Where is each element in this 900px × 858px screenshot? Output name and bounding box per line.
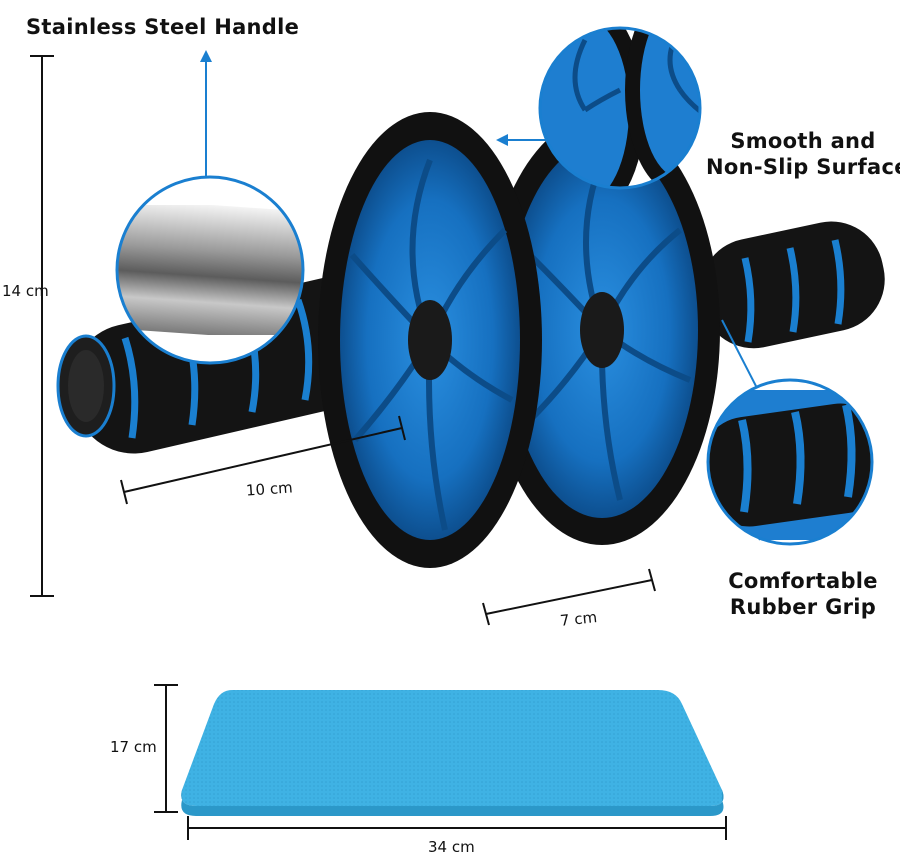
stainless-steel-handle-label: Stainless Steel Handle (26, 15, 300, 39)
handle-length-dimension-line (120, 415, 406, 505)
mat-width-dimension-line (154, 684, 178, 813)
smooth-surface-label: Smooth and Non-Slip Surface (706, 128, 900, 180)
knee-mat (181, 690, 724, 816)
mat-length-dimension-label: 34 cm (428, 838, 475, 856)
mat-width-dimension-label: 17 cm (110, 738, 157, 756)
handle-callout-arrow (200, 50, 212, 190)
rubber-grip-label-line2: Rubber Grip (729, 595, 877, 619)
height-dimension-label: 14 cm (2, 282, 49, 300)
rear-wheel (484, 115, 720, 545)
rubber-grip-label: Comfortable Rubber Grip (728, 568, 878, 620)
handle-length-dimension-label: 10 cm (245, 478, 294, 500)
wheel-width-dimension-line (482, 568, 656, 626)
zoom-circle-wheel-surface (538, 26, 702, 190)
mat-length-dimension-line (187, 816, 727, 840)
zoom-circle-rubber-grip (706, 378, 874, 546)
smooth-surface-label-line1: Smooth and (730, 129, 876, 153)
smooth-surface-label-line2: Non-Slip Surface (706, 155, 900, 179)
rubber-grip-label-line1: Comfortable (728, 569, 878, 593)
front-wheel (318, 112, 542, 568)
height-dimension-line (30, 55, 54, 597)
